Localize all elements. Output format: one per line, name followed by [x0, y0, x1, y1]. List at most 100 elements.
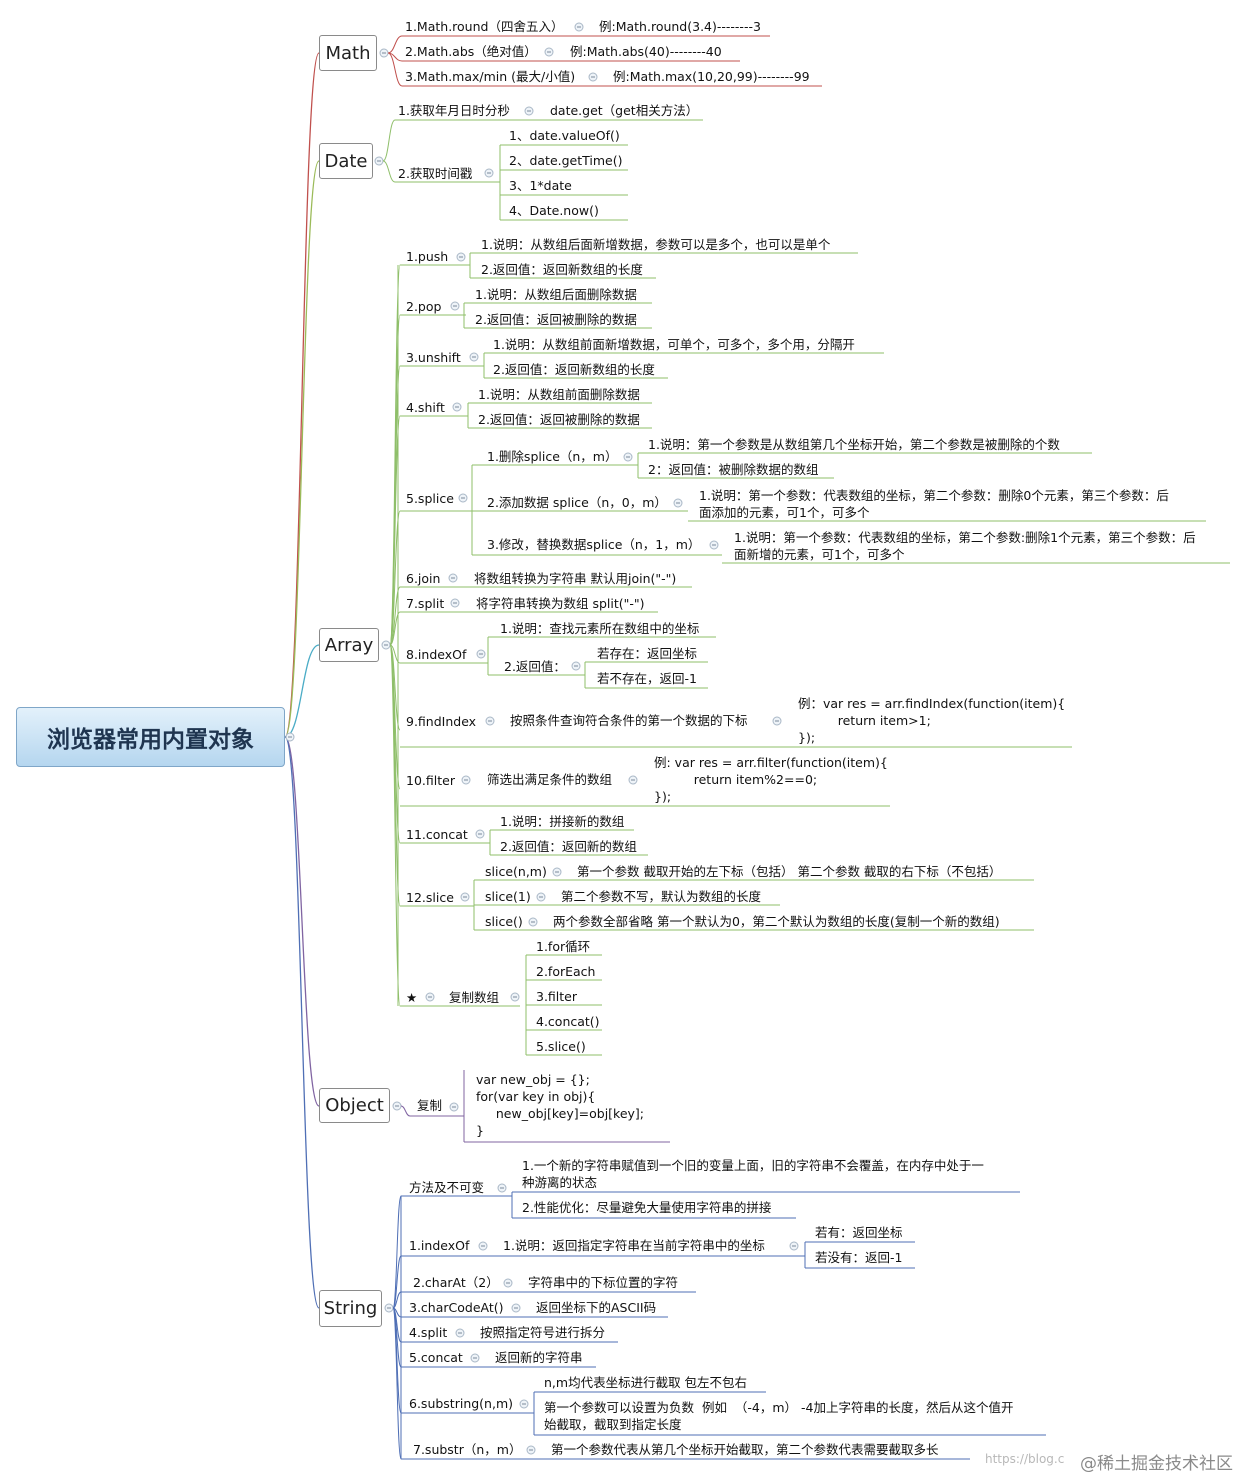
collapse-icon[interactable]	[524, 106, 534, 116]
collapse-icon[interactable]	[511, 1303, 521, 1313]
collapse-icon[interactable]	[552, 867, 562, 877]
edge-date	[382, 160, 396, 183]
collapse-icon[interactable]	[623, 452, 633, 462]
date-multiply: 3、1*date	[509, 178, 572, 193]
collapse-icon[interactable]	[588, 72, 598, 82]
array-filter: 10.filter	[406, 773, 455, 788]
slice-1-desc: 第二个参数不写，默认为数组的长度	[561, 889, 762, 904]
collapse-icon[interactable]	[478, 1241, 488, 1251]
collapse-icon[interactable]	[475, 829, 485, 839]
filter-desc: 筛选出满足条件的数组	[487, 772, 613, 787]
array-unshift: 3.unshift	[406, 350, 461, 365]
math-abs: 2.Math.abs（绝对值）	[405, 44, 537, 59]
collapse-icon[interactable]	[485, 716, 495, 726]
date-gettime: 2、date.getTime()	[509, 153, 623, 168]
array-indexof: 8.indexOf	[406, 647, 467, 662]
array-findindex: 9.findIndex	[406, 714, 477, 729]
edge-string	[392, 1195, 402, 1309]
collapse-icon[interactable]	[450, 598, 460, 608]
collapse-icon[interactable]	[392, 1101, 402, 1111]
string-split-desc: 按照指定符号进行拆分	[480, 1325, 606, 1340]
collapse-icon[interactable]	[448, 573, 458, 583]
copy-foreach: 2.forEach	[536, 964, 596, 979]
collapse-icon[interactable]	[536, 892, 546, 902]
array-shift-return: 2.返回值：返回被删除的数据	[478, 412, 640, 427]
topic-array[interactable]: Array	[319, 628, 379, 662]
array-pop-return: 2.返回值：返回被删除的数据	[475, 312, 637, 327]
collapse-icon[interactable]	[673, 498, 683, 508]
collapse-icon[interactable]	[449, 1102, 459, 1112]
concat-desc: 1.说明：拼接新的数组	[500, 814, 625, 829]
indexof-return: 2.返回值：	[504, 659, 566, 674]
substr-desc: 第一个参数代表从第几个坐标开始截取，第二个参数代表需要截取多长	[551, 1442, 939, 1457]
array-push: 1.push	[406, 249, 449, 264]
collapse-icon[interactable]	[526, 1445, 536, 1455]
edge-root-math	[284, 52, 320, 738]
edge-root-string	[284, 736, 320, 1309]
slice-empty-desc: 两个参数全部省略 第一个默认为0，第二个默认为数组的长度(复制一个新的数组)	[553, 914, 1000, 929]
slice-nm-desc: 第一个参数 截取开始的左下标（包括） 第二个参数 截取的右下标（不包括）	[577, 864, 1002, 879]
date-valueof: 1、date.valueOf()	[509, 128, 620, 143]
string-split: 4.split	[409, 1325, 448, 1340]
edge-math	[387, 35, 403, 54]
collapse-icon[interactable]	[519, 1399, 529, 1409]
concat-return: 2.返回值：返回新的数组	[500, 839, 637, 854]
collapse-icon[interactable]	[381, 640, 391, 650]
topic-object[interactable]: Object	[319, 1088, 390, 1123]
splice-delete-desc: 1.说明：第一个参数是从数组第几个坐标开始，第二个参数是被删除的个数	[648, 437, 1060, 452]
string-indexof: 1.indexOf	[409, 1238, 470, 1253]
collapse-icon[interactable]	[460, 892, 470, 902]
collapse-icon[interactable]	[374, 156, 384, 166]
collapse-icon[interactable]	[456, 252, 466, 262]
collapse-icon[interactable]	[452, 402, 462, 412]
collapse-icon[interactable]	[574, 22, 584, 32]
substring-negative: 第一个参数可以设置为负数 例如 （-4，m） -4加上字符串的长度，然后从这个值…	[544, 1400, 1014, 1432]
topic-date[interactable]: Date	[319, 143, 373, 179]
collapse-icon[interactable]	[628, 775, 638, 785]
collapse-icon[interactable]	[425, 992, 435, 1002]
collapse-icon[interactable]	[571, 661, 581, 671]
edge-date	[382, 119, 396, 162]
collapse-icon[interactable]	[469, 352, 479, 362]
array-push-return: 2.返回值：返回新数组的长度	[481, 262, 643, 277]
edge-string	[392, 1291, 402, 1309]
collapse-icon[interactable]	[461, 775, 471, 785]
slice-1: slice(1)	[485, 889, 531, 904]
collapse-icon[interactable]	[709, 540, 719, 550]
slice-nm: slice(n,m)	[485, 864, 547, 879]
math-round-example: 例:Math.round(3.4)--------3	[599, 19, 761, 34]
splice-replace: 3.修改，替换数据splice（n，1，m）	[487, 537, 701, 552]
collapse-icon[interactable]	[384, 1303, 394, 1313]
collapse-icon[interactable]	[476, 649, 486, 659]
collapse-icon[interactable]	[544, 47, 554, 57]
collapse-icon[interactable]	[285, 732, 295, 742]
collapse-icon[interactable]	[458, 493, 468, 503]
date-get-ymd: 1.获取年月日时分秒	[398, 103, 510, 118]
string-perf: 2.性能优化：尽量避免大量使用字符串的拼接	[522, 1200, 772, 1215]
string-substr: 7.substr（n，m）	[413, 1442, 522, 1457]
collapse-icon[interactable]	[789, 1241, 799, 1251]
string-charat-desc: 字符串中的下标位置的字符	[528, 1275, 679, 1290]
collapse-icon[interactable]	[772, 716, 782, 726]
collapse-icon[interactable]	[528, 917, 538, 927]
array-pop: 2.pop	[406, 299, 442, 314]
collapse-icon[interactable]	[450, 301, 460, 311]
copy-concat: 4.concat()	[536, 1014, 600, 1029]
collapse-icon[interactable]	[503, 1278, 513, 1288]
collapse-icon[interactable]	[497, 1183, 507, 1193]
collapse-icon[interactable]	[510, 992, 520, 1002]
string-charcodeat-desc: 返回坐标下的ASCII码	[536, 1300, 657, 1315]
findindex-example: 例：var res = arr.findIndex(function(item)…	[798, 696, 1066, 745]
collapse-icon[interactable]	[470, 1353, 480, 1363]
array-split-desc: 将字符串转换为数组 split("-")	[476, 596, 645, 611]
collapse-icon[interactable]	[484, 168, 494, 178]
array-concat: 11.concat	[406, 827, 468, 842]
copy-filter: 3.filter	[536, 989, 578, 1004]
copy-array: 复制数组	[449, 990, 500, 1005]
root-topic[interactable]: 浏览器常用内置对象	[16, 707, 285, 767]
string-concat: 5.concat	[409, 1350, 463, 1365]
topic-string[interactable]: String	[319, 1290, 382, 1327]
collapse-icon[interactable]	[379, 48, 389, 58]
topic-math[interactable]: Math	[319, 35, 377, 71]
collapse-icon[interactable]	[455, 1328, 465, 1338]
